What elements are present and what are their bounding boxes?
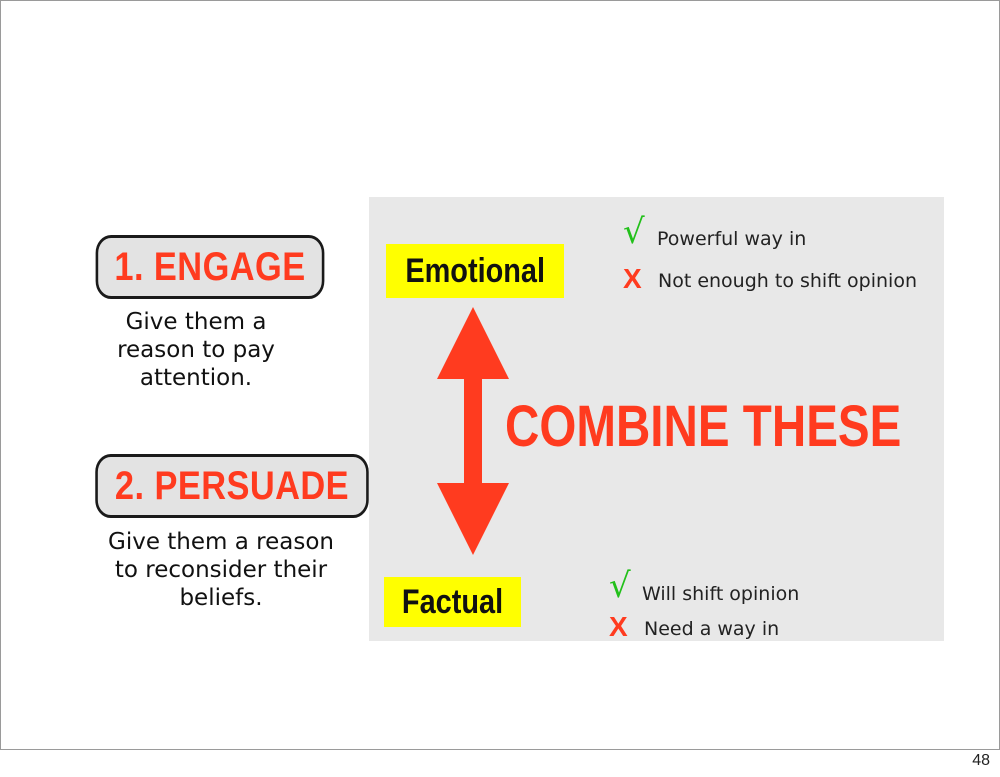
engage-heading: 1. ENGAGE	[95, 235, 325, 299]
emotional-label: Emotional	[405, 252, 545, 290]
factual-pro-note: Will shift opinion	[642, 583, 800, 605]
combine-panel: Emotional √ Powerful way in X Not enough…	[369, 197, 944, 641]
double-arrow-icon	[437, 307, 509, 555]
checkmark-icon: √	[609, 566, 631, 606]
emotional-tag: Emotional	[386, 244, 564, 298]
factual-tag: Factual	[384, 577, 521, 627]
cross-icon: X	[623, 263, 642, 294]
checkmark-icon: √	[623, 212, 645, 252]
persuade-heading: 2. PERSUADE	[95, 454, 369, 518]
factual-con-note: Need a way in	[644, 618, 780, 640]
combine-these-text: COMBINE THESE	[505, 394, 902, 459]
emotional-pro-note: Powerful way in	[657, 228, 807, 250]
emotional-con-note: Not enough to shift opinion	[658, 270, 917, 292]
persuade-description: Give them a reason to reconsider their b…	[108, 529, 334, 611]
engage-description: Give them a reason to pay attention.	[117, 309, 275, 391]
page-number: 48	[972, 752, 990, 769]
factual-label: Factual	[401, 583, 504, 621]
cross-icon: X	[609, 611, 628, 642]
slide: 1. ENGAGE Give them a reason to pay atte…	[0, 0, 1000, 750]
